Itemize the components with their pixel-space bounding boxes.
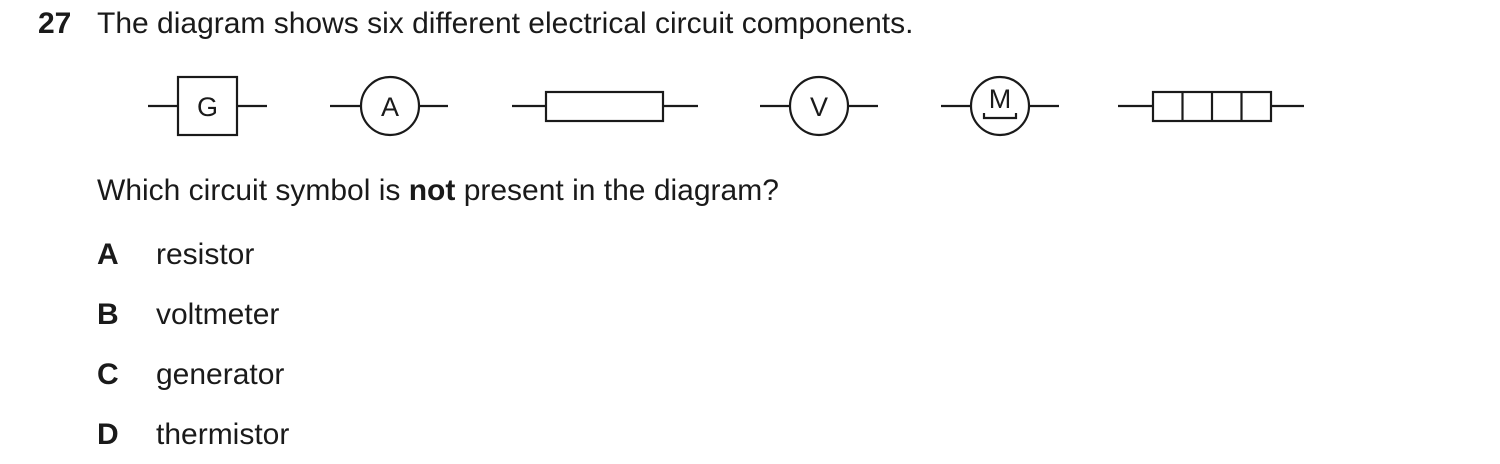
ammeter-label: A (381, 92, 399, 122)
question-prompt: Which circuit symbol is not present in t… (97, 173, 779, 209)
segmented-block-symbol (1118, 90, 1304, 123)
prompt-emphasis: not (408, 174, 456, 207)
option-text: voltmeter (156, 298, 280, 331)
ammeter-symbol (330, 75, 448, 137)
option-letter: B (97, 298, 119, 331)
prompt-after: present in the diagram? (455, 174, 779, 207)
generator-label: G (197, 92, 218, 122)
voltmeter-symbol (760, 75, 878, 137)
resistor-symbol (512, 90, 698, 123)
generator-symbol (148, 75, 267, 137)
option-letter: D (97, 418, 119, 451)
question-stem: The diagram shows six different electric… (97, 7, 914, 40)
circuit-components-diagram: G A V M (148, 75, 1304, 137)
option-text: thermistor (156, 418, 290, 451)
prompt-before: Which circuit symbol is (97, 174, 409, 207)
option-text: resistor (156, 238, 255, 271)
option-letter: A (97, 238, 119, 271)
question-number: 27 (38, 7, 72, 40)
motor-label: M (989, 84, 1012, 114)
option-text: generator (156, 358, 285, 391)
motor-symbol (941, 75, 1059, 137)
voltmeter-label: V (810, 92, 828, 122)
option-letter: C (97, 358, 119, 391)
